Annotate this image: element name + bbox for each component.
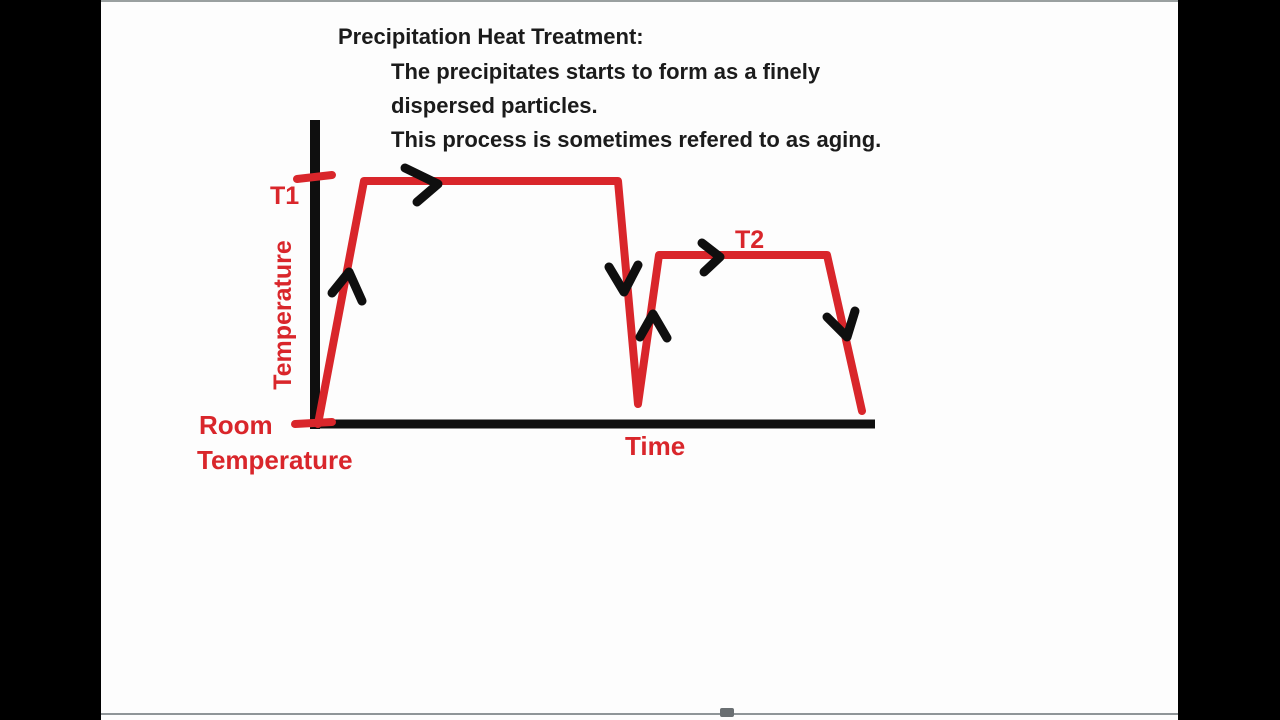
t1-label: T1 [270, 182, 300, 210]
room-temperature-label-line2: Temperature [197, 445, 353, 475]
t1-tick [293, 171, 336, 183]
arrow-right-icon [400, 163, 443, 207]
video-progress-marker[interactable] [720, 708, 734, 717]
room-temperature-label-line1: Room [199, 410, 273, 440]
slide-title: Precipitation Heat Treatment: [338, 24, 644, 49]
subtitle-line-1: The precipitates starts to form as a fin… [391, 59, 821, 84]
slide-subtitle-block: The precipitates starts to form as a fin… [391, 55, 881, 157]
y-axis-label: Temperature [269, 240, 297, 390]
arrow-down-right-icon [822, 306, 860, 342]
temperature-profile-line [314, 177, 866, 428]
t2-label: T2 [735, 226, 765, 254]
arrow-up-icon [635, 309, 672, 343]
x-axis-label: Time [625, 431, 686, 461]
slide-canvas [101, 0, 1178, 720]
room-temperature-tick [291, 418, 336, 428]
arrow-down-icon [604, 260, 643, 297]
subtitle-line-3: This process is sometimes refered to as … [391, 127, 882, 152]
arrow-right-icon [697, 238, 725, 277]
arrow-up-right-icon [327, 267, 367, 306]
subtitle-line-2: dispersed particles. [391, 93, 598, 118]
video-progress-bar[interactable] [101, 713, 1178, 715]
